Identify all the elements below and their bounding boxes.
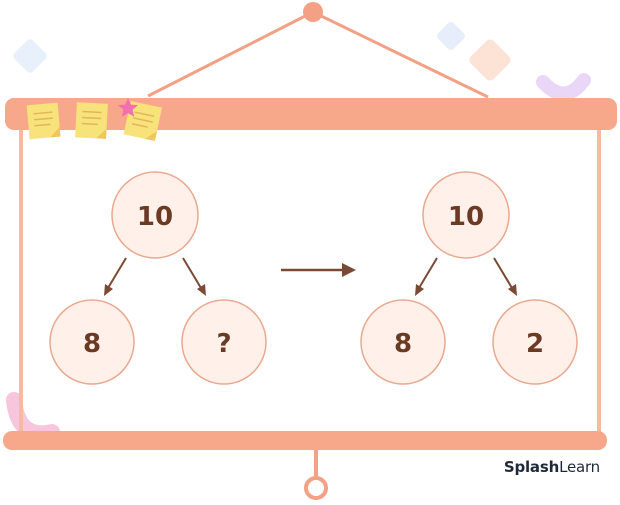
hanger-string-right xyxy=(312,10,489,99)
sticky-note-icon xyxy=(26,102,61,140)
sticky-note-icon xyxy=(123,101,162,141)
brand-part-splash: Splash xyxy=(503,458,560,476)
decor-diamond-blue-2 xyxy=(437,22,465,50)
hanger-nail xyxy=(303,2,323,22)
arrowhead xyxy=(197,284,206,296)
left-tree-right-value: ? xyxy=(216,329,231,359)
background-decorations xyxy=(6,22,591,442)
left-tree-left-value: 8 xyxy=(83,329,101,359)
right-number-bond: 10 8 2 xyxy=(360,171,578,385)
left-tree-root-value: 10 xyxy=(137,202,173,232)
left-tree-root-circle xyxy=(111,171,199,259)
left-tree-left-circle xyxy=(49,299,135,385)
pull-ring xyxy=(304,476,328,500)
left-tree-branch-left xyxy=(107,257,127,289)
hanger xyxy=(147,2,489,99)
brand-part-learn: Learn xyxy=(559,458,600,476)
arrowhead xyxy=(508,284,517,296)
arrowhead xyxy=(415,284,424,296)
decor-arc-purple xyxy=(536,73,591,101)
right-tree-left-value: 8 xyxy=(394,329,412,359)
right-tree-right-circle xyxy=(492,299,578,385)
left-tree-right-circle xyxy=(181,299,267,385)
hanger-string-left xyxy=(147,10,314,98)
transform-arrow xyxy=(281,263,356,277)
brand-logo: SplashLearn xyxy=(504,458,600,476)
board-bottom-bar xyxy=(3,431,607,450)
right-tree-root-value: 10 xyxy=(448,202,484,232)
star-icon xyxy=(117,98,138,117)
decor-diamond-blue xyxy=(13,39,47,73)
sticky-note-icon xyxy=(75,102,108,139)
right-tree-root-circle xyxy=(422,171,510,259)
decor-diamond-peach xyxy=(469,39,511,81)
left-tree-branch-right xyxy=(182,257,202,289)
arrowhead xyxy=(104,284,113,296)
right-tree-branch-left xyxy=(418,257,438,289)
left-number-bond: 10 8 ? xyxy=(49,171,267,385)
right-tree-left-circle xyxy=(360,299,446,385)
right-tree-right-value: 2 xyxy=(526,329,544,359)
right-tree-branch-right xyxy=(493,257,513,289)
